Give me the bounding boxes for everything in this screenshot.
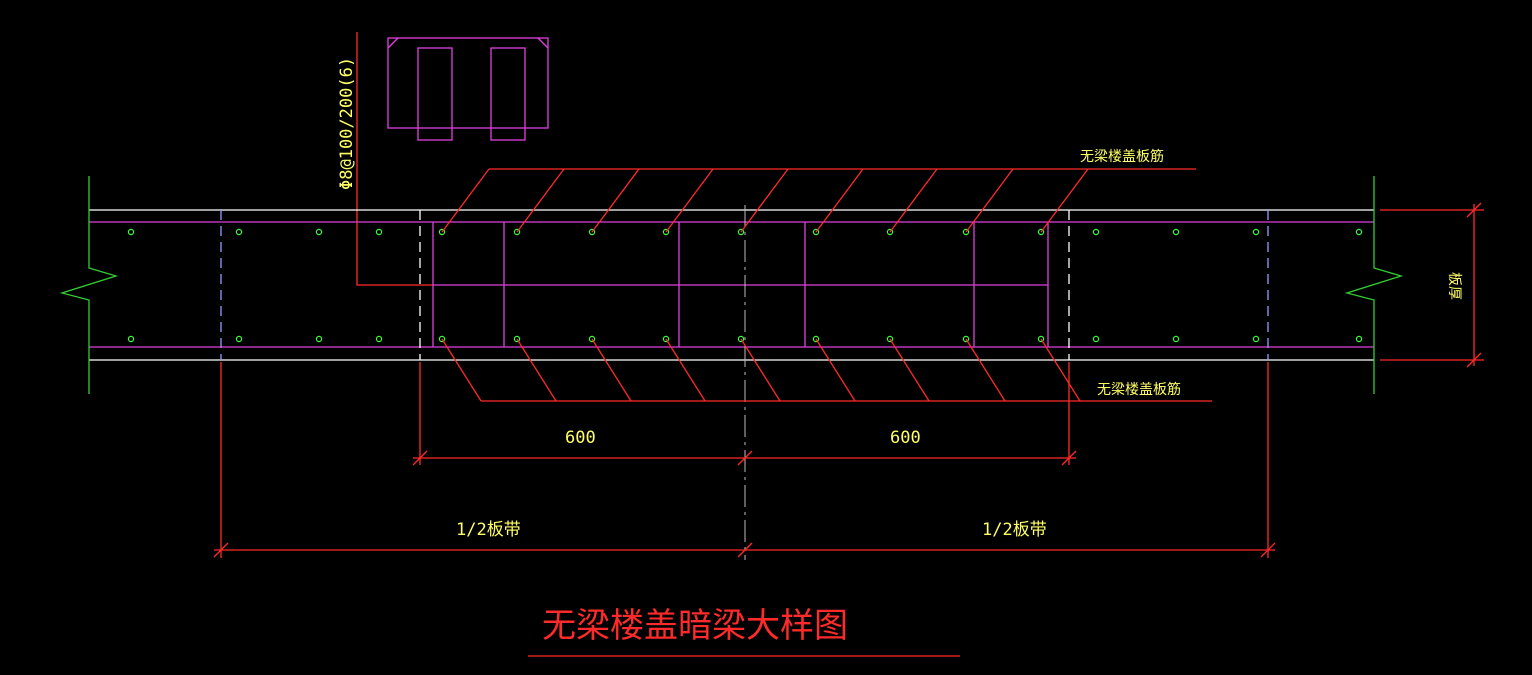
break-lines [59,176,1404,394]
dim-right-half-strip: 1/2板带 [982,520,1047,540]
rebar-dots [127,228,1363,343]
dim-left-half-strip: 1/2板带 [456,520,521,540]
top-rebar-label: 无梁楼盖板筋 [1080,148,1164,165]
hidden-beam-stirrups [432,222,1049,347]
stirrup-spec-label: Φ8@100/200(6) [337,57,357,190]
bottom-rebar-label: 无梁楼盖板筋 [1097,381,1181,398]
dim-left-600: 600 [565,428,596,448]
dimension-half-strip [213,362,1276,558]
slab-edges [89,209,1374,361]
drawing-title: 无梁楼盖暗梁大样图 [542,606,848,646]
dim-right-600: 600 [890,428,921,448]
slab-rebars [89,221,1374,348]
thickness-label: 板厚 [1446,272,1462,300]
bottom-rebar-leaders [441,338,1212,402]
dimension-600 [412,362,1077,466]
thickness-dimension [1380,202,1484,368]
stirrup-section-detail [387,37,549,141]
top-rebar-leaders [441,168,1196,233]
stirrup-leader [356,32,433,286]
dashed-gridlines [220,210,1269,360]
